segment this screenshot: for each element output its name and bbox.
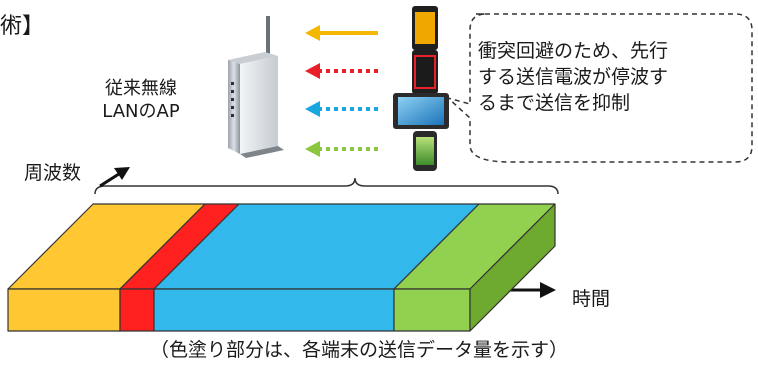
ap-label-line1: 従来無線: [105, 78, 177, 99]
bar-segment-front-1: [119, 288, 155, 332]
access-point-icon: [228, 16, 284, 158]
frequency-axis-label: 周波数: [24, 162, 82, 184]
arrow-orange: [305, 25, 378, 41]
bubble-line1: 衝突回避のため、先行: [478, 40, 669, 62]
frequency-axis-arrow: [99, 167, 130, 188]
terminal-orange-phone-icon: [412, 6, 438, 50]
speech-bubble: [447, 13, 753, 163]
bar-segment-front-3: [393, 288, 471, 332]
bar-segment-front-0: [7, 288, 121, 332]
arrow-red: [305, 63, 378, 79]
terminal-green-phone-icon: [413, 131, 437, 171]
bubble-line3: るまで送信を抑制: [478, 92, 631, 115]
ap-label-line2: LANのAP: [102, 100, 180, 122]
transmission-bar: [7, 203, 556, 332]
bar-segment-front-2: [153, 288, 395, 332]
terminal-red-phone-icon: [412, 50, 438, 94]
terminal-blue-tablet-icon: [393, 93, 449, 129]
bubble-line2: する送信電波が停波す: [478, 66, 669, 89]
signal-arrows: [305, 25, 378, 157]
access-point-label: 従来無線 LANのAP: [86, 78, 196, 123]
page-heading: 術】: [0, 14, 45, 39]
brace: [94, 177, 559, 195]
bar-side-face: [469, 203, 556, 332]
arrow-green: [305, 141, 378, 157]
time-axis-label: 時間: [572, 288, 611, 310]
arrow-blue: [305, 101, 378, 117]
bubble-text: 衝突回避のため、先行 する送信電波が停波す るまで送信を抑制: [478, 38, 668, 117]
caption: （色塗り部分は、各端末の送信データ量を示す）: [150, 339, 569, 361]
